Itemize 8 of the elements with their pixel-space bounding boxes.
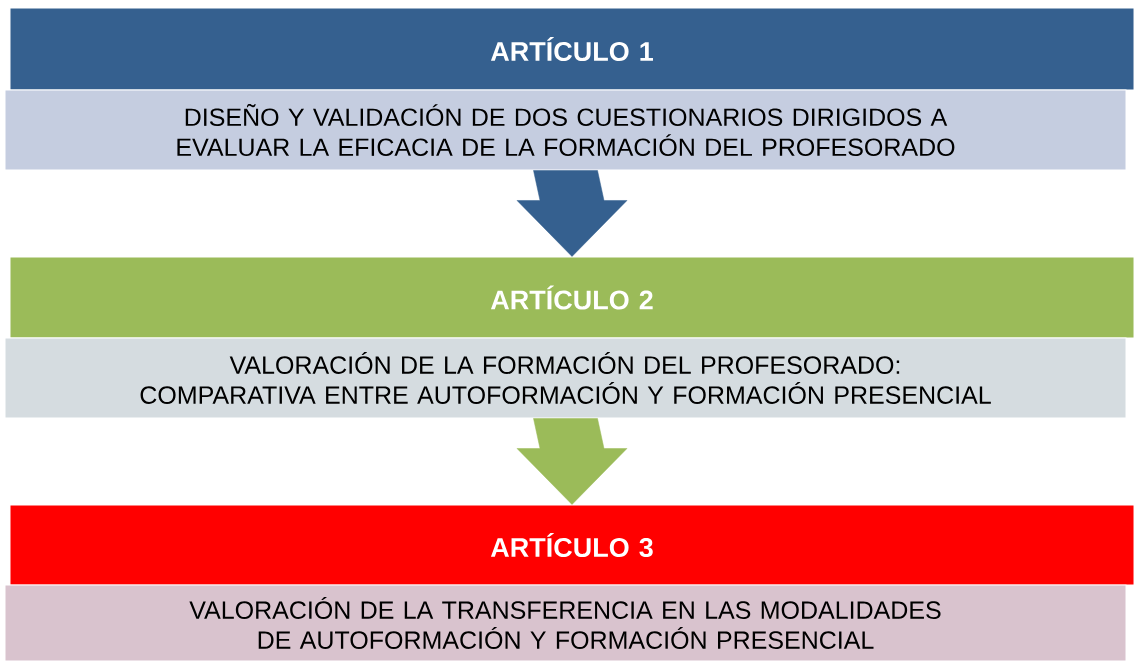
description-band: VALORACIÓN DE LA FORMACIÓN DEL PROFESORADO: COMPARATIVA ENTRE AUTOFORMACIÓN Y FORMACIÓN PRESENCIAL xyxy=(4,337,1127,419)
description-band: DISEÑO Y VALIDACIÓN DE DOS CUESTIONARIOS DIRIGIDOS A EVALUAR LA EFICACIA DE LA FORMACIÓN DEL PROFESORADO xyxy=(4,89,1127,171)
block-arrow xyxy=(516,170,628,257)
header-band: ARTÍCULO 1 xyxy=(9,7,1134,91)
header-band: ARTÍCULO 2 xyxy=(9,256,1134,339)
block-arrow xyxy=(516,418,628,505)
description-band: VALORACIÓN DE LA TRANSFERENCIA EN LAS MODALIDADES DE AUTOFORMACIÓN Y FORMACIÓN PRESENCIAL xyxy=(4,584,1127,661)
header-band: ARTÍCULO 3 xyxy=(9,504,1134,586)
